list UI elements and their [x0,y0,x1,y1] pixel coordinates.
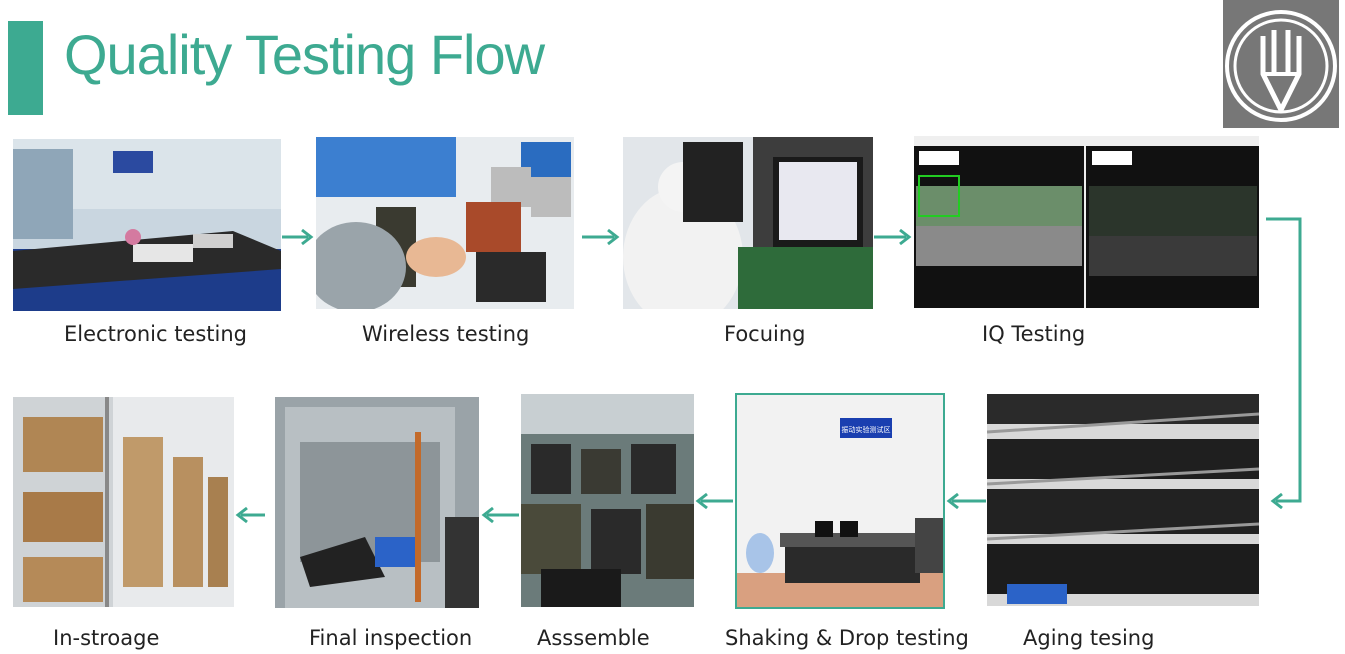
arrow-right-icon [874,228,912,246]
caption-wireless-testing: Wireless testing [362,322,530,346]
caption-shaking-drop-testing: Shaking & Drop testing [725,626,969,650]
warehouse-shelves-photo [13,397,234,607]
caption-assemble: Asssemble [537,626,650,650]
caption-iq-testing: IQ Testing [982,322,1086,346]
caption-focusing: Focuing [724,322,806,346]
page-title: Quality Testing Flow [64,23,545,86]
electronic-testing-lab-photo [13,139,281,311]
arrow-left-icon [481,506,519,524]
arrow-right-icon [582,228,620,246]
shaking-table-photo: 振动实验测试区 [735,393,945,609]
caption-aging-testing: Aging tesing [1023,626,1155,650]
arrow-left-icon [695,492,733,510]
iq-testing-screens-photo [914,136,1259,308]
wireless-testing-photo [316,137,574,309]
focusing-station-photo [623,137,873,309]
caption-final-inspection: Final inspection [309,626,473,650]
assembled-cameras-photo [521,394,694,607]
arrow-left-icon [235,506,265,524]
inspection-booth-photo [275,397,479,608]
shaking-area-sign: 振动实验测试区 [842,425,891,434]
arrow-right-icon [282,228,314,246]
connector-down-arrow-icon [1266,217,1302,510]
title-accent-bar [8,21,43,115]
aging-rack-photo [987,394,1259,606]
pencil-fork-logo [1223,0,1339,128]
caption-electronic-testing: Electronic testing [64,322,247,346]
arrow-left-icon [946,492,986,510]
caption-in-storage: In-stroage [53,626,160,650]
